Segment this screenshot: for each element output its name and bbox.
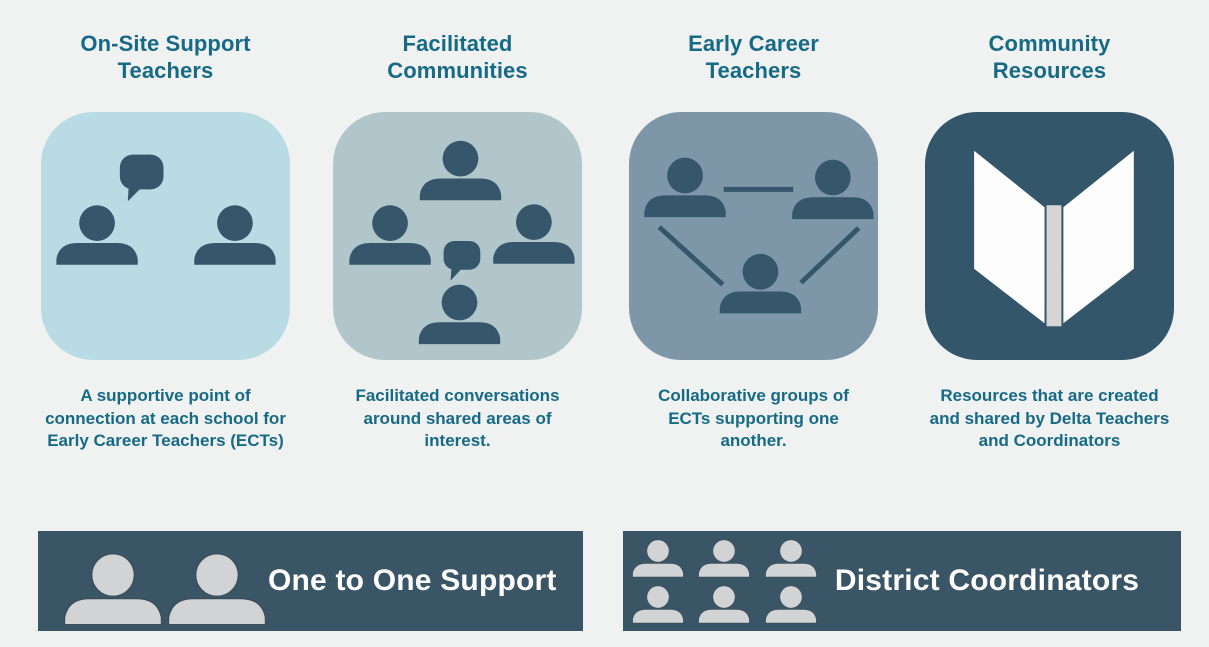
six-people-grid-icon [632, 539, 817, 624]
card-on-site-support-teachers [41, 112, 290, 360]
column-title: Facilitated Communities [387, 31, 528, 83]
card-early-career-teachers [629, 112, 878, 360]
column-title: Community Resources [988, 31, 1111, 83]
banner-label: One to One Support [268, 564, 557, 597]
column-facilitated-communities: Facilitated Communities Facilitated conv… [333, 0, 582, 520]
two-people-icon [64, 553, 266, 626]
open-book-icon [974, 150, 1134, 327]
column-description: A supportive point of connection at each… [45, 386, 286, 451]
column-description: Collaborative groups of ECTs supporting … [658, 386, 849, 451]
column-description: Facilitated conversations around shared … [355, 386, 560, 451]
banner-district-coordinators: District Coordinators [623, 531, 1181, 631]
card-facilitated-communities [333, 112, 582, 360]
banner-label: District Coordinators [834, 564, 1140, 597]
three-people-network-icon [644, 157, 874, 314]
column-title: On-Site Support Teachers [80, 31, 251, 83]
column-on-site-support-teachers: On-Site Support Teachers A supportive po… [41, 0, 290, 520]
banner-one-to-one-support: One to One Support [38, 531, 583, 631]
two-people-speech-bubble-icon [56, 154, 276, 265]
column-title: Early Career Teachers [688, 31, 819, 83]
four-people-speech-bubble-icon [349, 140, 575, 345]
column-description: Resources that are created and shared by… [929, 386, 1170, 451]
column-early-career-teachers: Early Career Teachers Collaborative grou… [629, 0, 878, 520]
card-community-resources [925, 112, 1174, 360]
column-community-resources: Community Resources Resources that are c… [925, 0, 1174, 520]
